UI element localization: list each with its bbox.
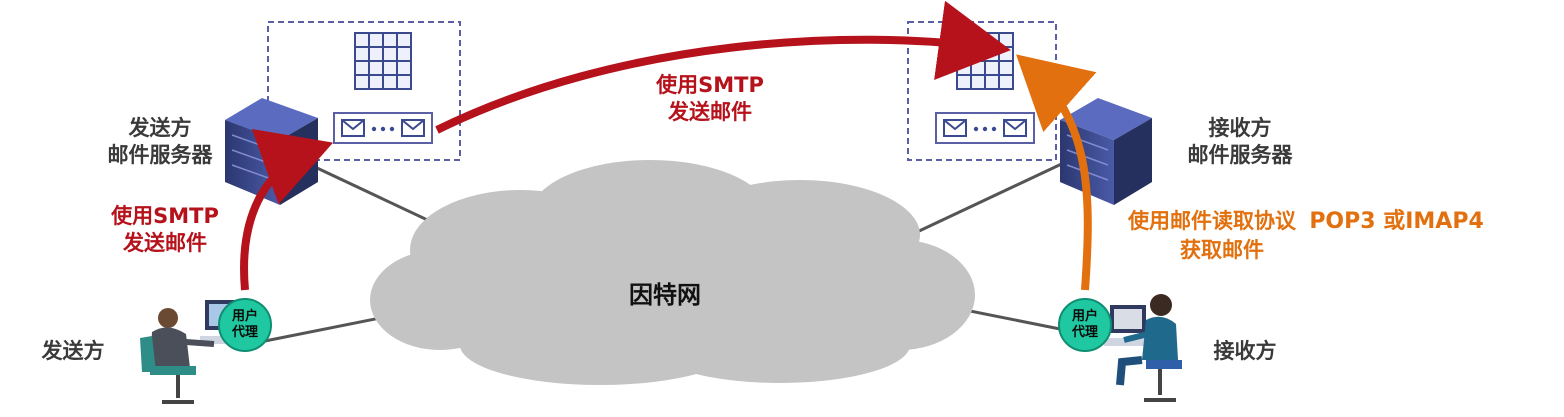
envelope-icon (341, 119, 365, 137)
envelope-icon (943, 119, 967, 137)
sender-server-label-line1: 发送方 (128, 116, 192, 140)
sender-server-label-line2: 邮件服务器 (107, 143, 213, 168)
sender-user-label: 发送方 (41, 339, 105, 363)
person-at-computer-icon (1104, 294, 1182, 402)
internet-cloud (370, 160, 975, 385)
sender-smtp-arrow (240, 129, 334, 291)
receiver-server-label-line2: 邮件服务器 (1187, 143, 1293, 168)
receiver-retrieve-label-protocol-text: 使用邮件读取协议 (1128, 209, 1296, 233)
receiver-retrieve-label-line2: 获取邮件 (1180, 237, 1264, 262)
ellipsis-dots (371, 126, 395, 132)
receiver-user-label: 接收方 (1213, 339, 1277, 363)
receiver-user-agent-line1: 用户 (1071, 309, 1098, 324)
ellipsis-dots (973, 126, 997, 132)
sender-user-agent-line2: 代理 (231, 325, 258, 340)
server-to-server-smtp-arrow (435, 0, 1011, 134)
server-icon (1060, 98, 1152, 205)
transfer-smtp-label: 使用SMTP 发送邮件 (625, 72, 795, 127)
sender-mailbox-frame (267, 21, 461, 161)
sender-user-agent-line1: 用户 (231, 309, 258, 324)
transfer-smtp-label-line1: 使用SMTP (656, 73, 764, 97)
receiver-pop3-imap4-arrow (1016, 54, 1097, 291)
receiver-retrieve-label: 使用邮件读取协议 POP3 或IMAP4 获取邮件 (1128, 208, 1558, 264)
mailbox-grid-icon (354, 32, 412, 90)
sender-smtp-label-line1: 使用SMTP (111, 204, 219, 228)
sender-smtp-label-line2: 发送邮件 (123, 231, 207, 256)
internet-label: 因特网 (629, 281, 701, 309)
receiver-user-agent-line2: 代理 (1071, 325, 1098, 340)
sender-user-agent-badge: 用户 代理 (218, 298, 272, 352)
receiver-retrieve-label-protocols: POP3 或IMAP4 (1309, 209, 1484, 234)
receiver-server-label-line1: 接收方 (1208, 116, 1272, 140)
receiver-user-agent-badge: 用户 代理 (1058, 298, 1112, 352)
sender-server-label: 发送方 邮件服务器 (80, 115, 240, 170)
envelope-icon (401, 119, 425, 137)
transfer-smtp-label-line2: 发送邮件 (668, 100, 752, 125)
sender-smtp-label: 使用SMTP 发送邮件 (90, 203, 240, 258)
receiver-retrieve-label-line1: 使用邮件读取协议 POP3 或IMAP4 (1128, 208, 1558, 237)
receiver-server-label: 接收方 邮件服务器 (1160, 115, 1320, 170)
